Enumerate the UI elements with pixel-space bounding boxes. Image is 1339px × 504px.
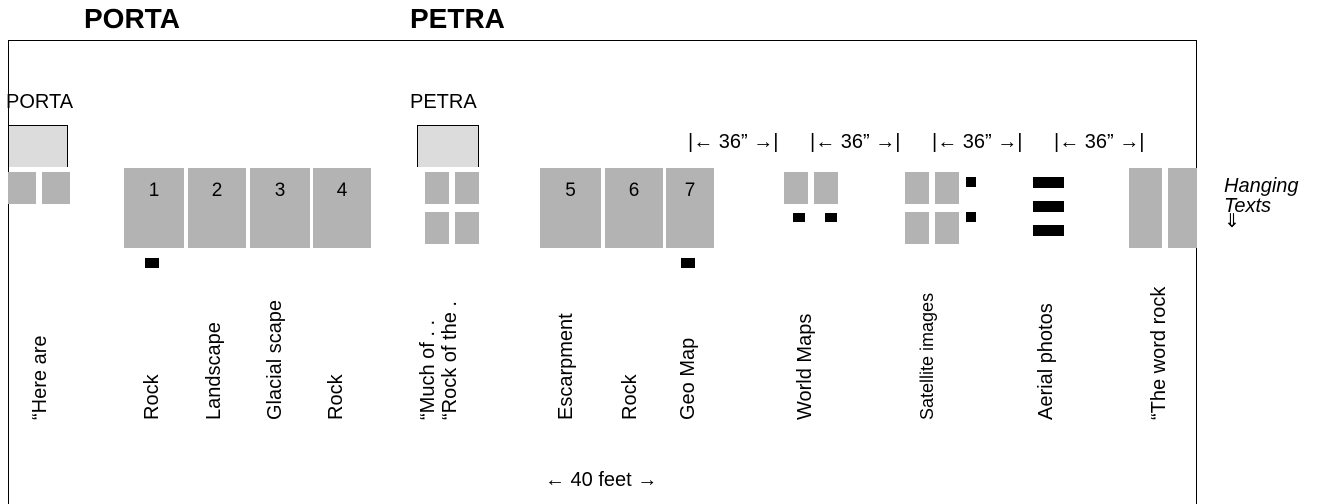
label-rock-6: Rock [619,374,641,420]
label-here-are: “Here are [29,335,51,420]
hanging-texts-line2: Texts [1224,195,1272,217]
hanging-texts-line1: Hanging [1224,175,1299,197]
panel-7: 7 [666,168,714,248]
label-glacial-scape: Glacial scape [264,299,286,420]
label-aerial-photos: Aerial photos [1035,303,1057,420]
satellite-marker-top [966,177,976,187]
label-escarpment: Escarpment [555,313,577,420]
title-petra: PETRA [410,3,505,34]
label-geo-map: Geo Map [677,337,699,420]
satellite-panel-bl [905,212,929,244]
label-rock-of-the: “Rock of the . [439,301,461,420]
gallery-frame [8,40,1197,504]
world-maps-panel-left [784,172,808,204]
marker-panel-7 [681,258,695,268]
petra-panel-tr [455,172,479,204]
world-maps-marker-left [793,213,805,222]
spacing-seg-3: |← 36” →| [932,131,1023,153]
petra-panel-bl [425,212,449,244]
world-maps-panel-right [814,172,838,204]
panel-1: 1 [124,168,184,248]
marker-panel-1 [145,258,159,268]
title-porta: PORTA [84,3,180,34]
aerial-marker-2 [1033,201,1064,212]
label-satellite-images: Satellite images [917,292,937,420]
spacing-seg-4: |← 36” →| [1054,131,1145,153]
length-label: ← 40 feet → [545,469,658,491]
entrance-porta-label: PORTA [6,91,74,113]
panel-3: 3 [250,168,310,248]
label-word-rock: “The word rock [1148,286,1170,420]
spacing-seg-1: |← 36” →| [688,131,779,153]
satellite-panel-tr [935,172,959,204]
world-maps-marker-right [825,213,837,222]
panel-4: 4 [313,168,371,248]
word-rock-panel-left [1129,168,1162,248]
petra-panel-tl [425,172,449,204]
label-world-maps: World Maps [794,313,816,420]
petra-door [417,125,479,167]
word-rock-panel-right [1168,168,1197,248]
label-much-of: “Much of . . [417,319,439,420]
porta-panel-left [8,172,36,204]
aerial-marker-3 [1033,225,1064,236]
panel-5: 5 [540,168,601,248]
hanging-texts-arrow: ⇓ [1224,211,1240,232]
satellite-panel-tl [905,172,929,204]
entrance-petra-label: PETRA [410,91,477,113]
spacing-seg-2: |← 36” →| [810,131,901,153]
satellite-panel-br [935,212,959,244]
petra-panel-br [455,212,479,244]
panel-2: 2 [188,168,246,248]
aerial-marker-1 [1033,177,1064,188]
label-landscape: Landscape [203,322,225,420]
panel-6: 6 [605,168,663,248]
porta-door [8,125,68,167]
porta-panel-right [42,172,70,204]
satellite-marker-bottom [966,212,976,222]
label-rock-1: Rock [141,374,163,420]
label-rock-4: Rock [325,374,347,420]
